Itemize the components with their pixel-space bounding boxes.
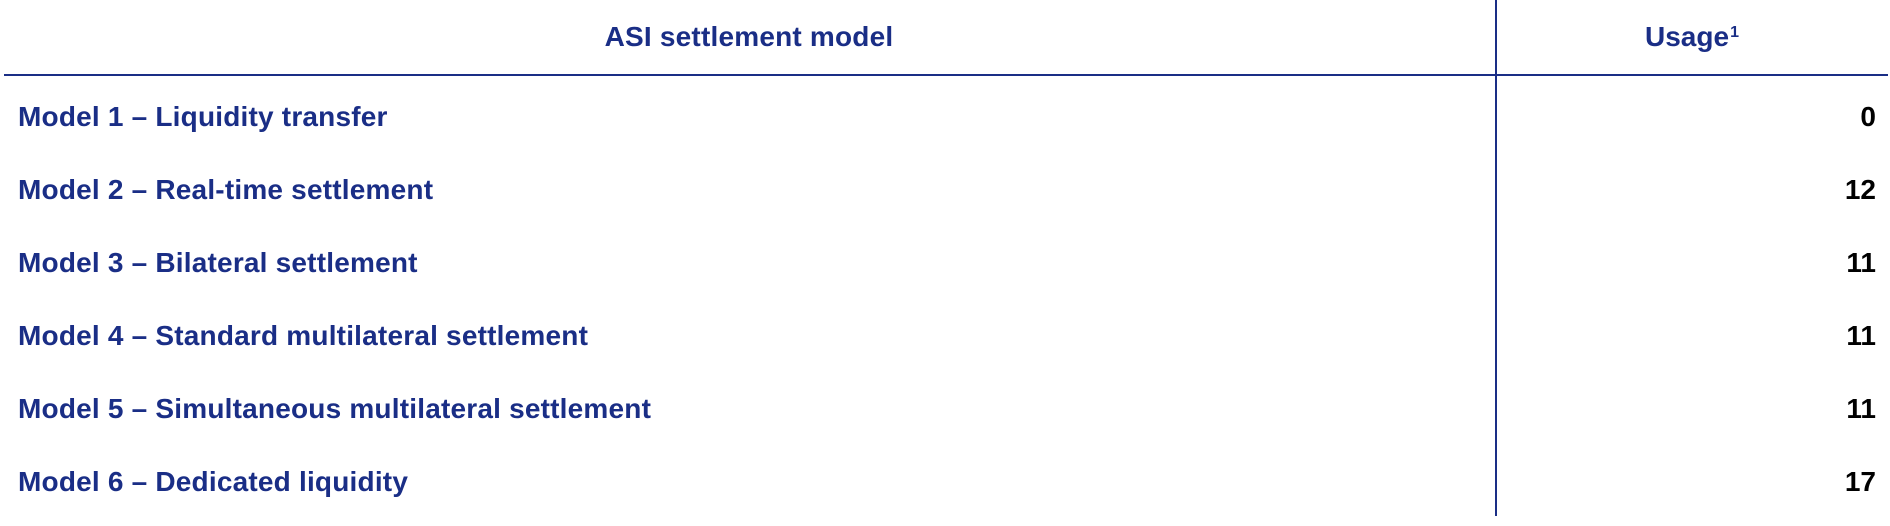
table-row: Model 4 – Standard multilateral settleme… bbox=[4, 299, 1888, 372]
row-usage-value: 11 bbox=[1846, 246, 1876, 278]
row-label: Model 6 – Dedicated liquidity bbox=[18, 465, 409, 497]
column-header-model: ASI settlement model bbox=[4, 0, 1494, 74]
table-row: Model 6 – Dedicated liquidity 17 bbox=[4, 445, 1888, 518]
row-usage-value: 0 bbox=[1860, 100, 1876, 132]
table-row: Model 3 – Bilateral settlement 11 bbox=[4, 226, 1888, 299]
row-label: Model 1 – Liquidity transfer bbox=[18, 100, 388, 132]
row-label: Model 4 – Standard multilateral settleme… bbox=[18, 319, 589, 351]
table-row: Model 1 – Liquidity transfer 0 bbox=[4, 80, 1888, 153]
table-row: Model 5 – Simultaneous multilateral sett… bbox=[4, 372, 1888, 445]
table-row: Model 2 – Real-time settlement 12 bbox=[4, 153, 1888, 226]
row-usage-value: 17 bbox=[1844, 465, 1876, 497]
footnote-marker: 1 bbox=[1730, 24, 1739, 41]
column-divider bbox=[1495, 0, 1497, 516]
row-usage-value: 11 bbox=[1846, 319, 1876, 351]
row-label: Model 3 – Bilateral settlement bbox=[18, 246, 418, 278]
column-header-usage-label: Usage bbox=[1645, 21, 1730, 52]
row-label: Model 2 – Real-time settlement bbox=[18, 173, 434, 205]
row-label: Model 5 – Simultaneous multilateral sett… bbox=[18, 392, 652, 424]
row-usage-value: 12 bbox=[1844, 173, 1876, 205]
row-usage-value: 11 bbox=[1846, 392, 1876, 424]
column-header-model-label: ASI settlement model bbox=[604, 21, 894, 52]
